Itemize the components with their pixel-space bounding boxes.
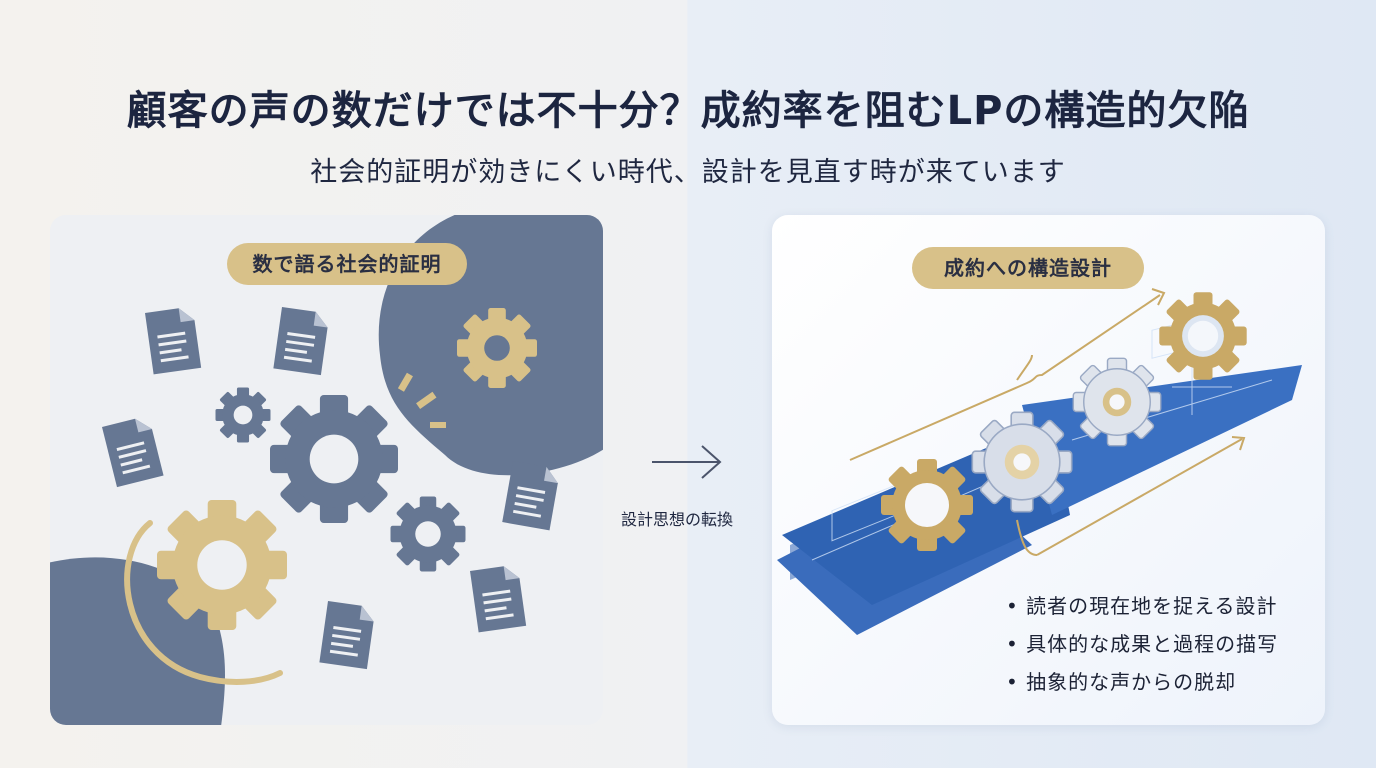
right-illustration <box>777 288 1302 635</box>
blueprint-sheet-back <box>1022 365 1302 515</box>
right-panel-label: 成約への構造設計 <box>912 247 1144 289</box>
gear-icon-gold-back <box>1159 292 1247 380</box>
arrow-right-icon <box>652 445 722 479</box>
left-panel-label: 数で語る社会的証明 <box>227 243 467 285</box>
gold-arc <box>124 520 283 685</box>
left-panel-social-proof: 数で語る社会的証明 <box>50 215 603 725</box>
page-subtitle: 社会的証明が効きにくい時代、設計を見直す時が来ています <box>310 157 1066 188</box>
gear-icon-gold-top <box>457 308 537 388</box>
transition-label: 設計思想の転換 <box>621 510 734 529</box>
right-panel-structural-design: 成約への構造設計 読者の現在地を捉える設計 具体的な成果と過程の描写 抽象的な声… <box>772 215 1325 725</box>
document-icon <box>273 307 330 376</box>
gear-icon-white <box>971 411 1073 513</box>
benefit-list: 読者の現在地を捉える設計 具体的な成果と過程の描写 抽象的な声からの脱却 <box>1006 587 1278 701</box>
document-icon <box>102 415 164 488</box>
gear-icon-small <box>215 387 271 443</box>
list-item: 具体的な成果と過程の描写 <box>1006 625 1278 663</box>
gear-icon-gold-large <box>157 500 287 630</box>
document-icon <box>319 601 376 670</box>
list-item: 読者の現在地を捉える設計 <box>1006 587 1278 625</box>
list-item: 抽象的な声からの脱却 <box>1006 663 1278 701</box>
gear-icon-medium <box>390 496 466 572</box>
gear-icon-gold-front <box>881 459 973 551</box>
gear-icon-large <box>270 395 398 523</box>
left-illustration <box>50 215 603 725</box>
gear-icon-white-back <box>1072 357 1162 447</box>
page-title: 顧客の声の数だけでは不十分？成約率を阻むLPの構造的欠陥 <box>126 88 1250 134</box>
document-icon <box>470 564 527 633</box>
document-icon <box>145 306 202 375</box>
